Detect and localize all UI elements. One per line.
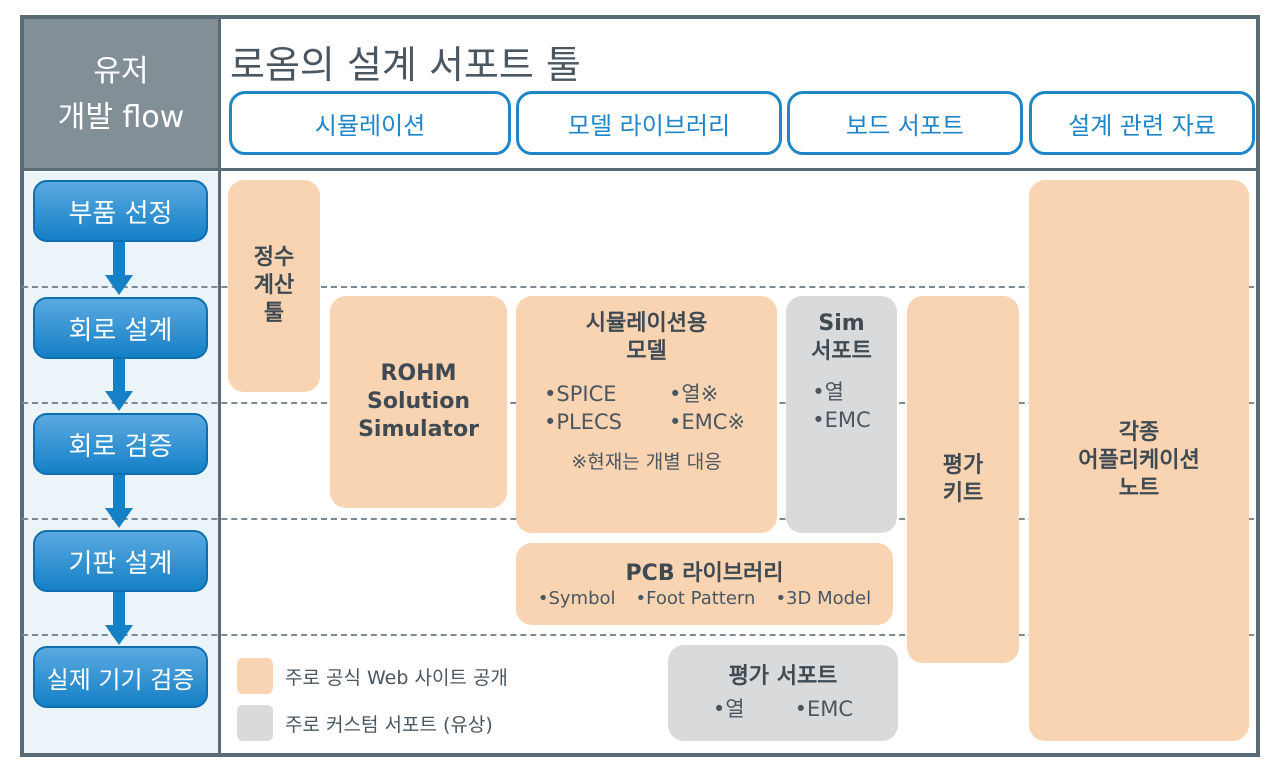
page-title: 로옴의 설계 서포트 툴 [230,43,581,87]
pcb-item: •Foot Pattern [635,587,756,609]
box-label: 계산 [253,273,295,298]
support-item: •열 [812,380,844,404]
box-label: PCB 라이브러리 [625,560,784,586]
flow-arrow [113,473,125,513]
arrow-head-icon [105,625,133,645]
pcb-library[interactable]: PCB 라이브러리 •Symbol •Foot Pattern •3D Mode… [516,543,893,625]
tab-board-support[interactable]: 보드 서포트 [787,91,1023,155]
row-divider [22,286,1254,288]
box-label: 키트 [942,480,984,506]
row-divider [22,634,1254,636]
box-label: ROHM [380,361,457,386]
flow-arrow [113,590,125,630]
flow-arrow [113,240,125,280]
evaluation-support[interactable]: 평가 서포트 •열 •EMC [668,645,898,741]
tab-simulation[interactable]: 시뮬레이션 [229,91,511,155]
constant-calc-tool[interactable]: 정수 계산 툴 [228,180,320,392]
arrow-head-icon [105,391,133,411]
simulation-models[interactable]: 시뮬레이션용 모델 •SPICE •열※ •PLECS •EMC※ ※현재는 개… [516,296,777,533]
pcb-item: •Symbol [537,587,616,609]
model-item: •열※ [669,382,719,406]
tab-design-docs[interactable]: 설계 관련 자료 [1029,91,1255,155]
flow-step-part-selection[interactable]: 부품 선정 [33,180,208,242]
arrow-head-icon [105,508,133,528]
box-label: 각종 [1118,419,1160,445]
flow-header-line2: 개발 flow [57,99,185,135]
flow-arrow [113,356,125,396]
box-label: 모델 [626,339,667,364]
box-label: 평가 [942,452,984,478]
flow-header-line1: 유저 [93,53,149,89]
legend-swatch-custom [237,705,273,741]
sim-support[interactable]: Sim 서포트 •열 •EMC [786,296,897,533]
model-item: •EMC※ [669,410,746,434]
horizontal-divider [24,168,1256,171]
legend-label-public: 주로 공식 Web 사이트 공개 [285,667,508,689]
diagram-frame [20,15,1260,757]
arrow-head-icon [105,275,133,295]
box-label: 서포트 [811,339,872,364]
rohm-solution-simulator[interactable]: ROHM Solution Simulator [330,296,507,508]
legend-swatch-public [237,658,273,694]
box-label: 툴 [263,301,285,326]
pcb-item: •3D Model [775,587,872,609]
box-label: 어플리케이션 [1078,447,1200,473]
application-notes[interactable]: 각종 어플리케이션 노트 [1029,180,1249,741]
box-label: Simulator [358,417,479,442]
model-item: •PLECS [544,410,623,434]
box-label: 시뮬레이션용 [585,311,708,336]
model-note: ※현재는 개별 대응 [571,451,722,473]
legend-label-custom: 주로 커스텀 서포트 (유상) [285,714,493,736]
evaluation-kit[interactable]: 평가 키트 [907,296,1019,663]
flow-header: 유저 개발 flow [24,19,218,170]
model-item: •SPICE [544,382,617,406]
flow-step-board-design[interactable]: 기판 설계 [33,530,208,592]
box-label: 정수 [253,245,295,270]
support-item: •열 [712,697,745,721]
vertical-divider [218,19,221,753]
box-label: Sim [818,311,865,336]
flow-step-circuit-design[interactable]: 회로 설계 [33,297,208,359]
box-label: Solution [367,389,470,414]
tab-model-library[interactable]: 모델 라이브러리 [516,91,782,155]
support-item: •EMC [812,408,871,432]
box-label: 평가 서포트 [728,664,838,689]
box-label: 노트 [1118,475,1160,501]
flow-step-circuit-verification[interactable]: 회로 검증 [33,413,208,475]
flow-step-device-verification[interactable]: 실제 기기 검증 [33,646,208,708]
support-item: •EMC [794,697,854,721]
